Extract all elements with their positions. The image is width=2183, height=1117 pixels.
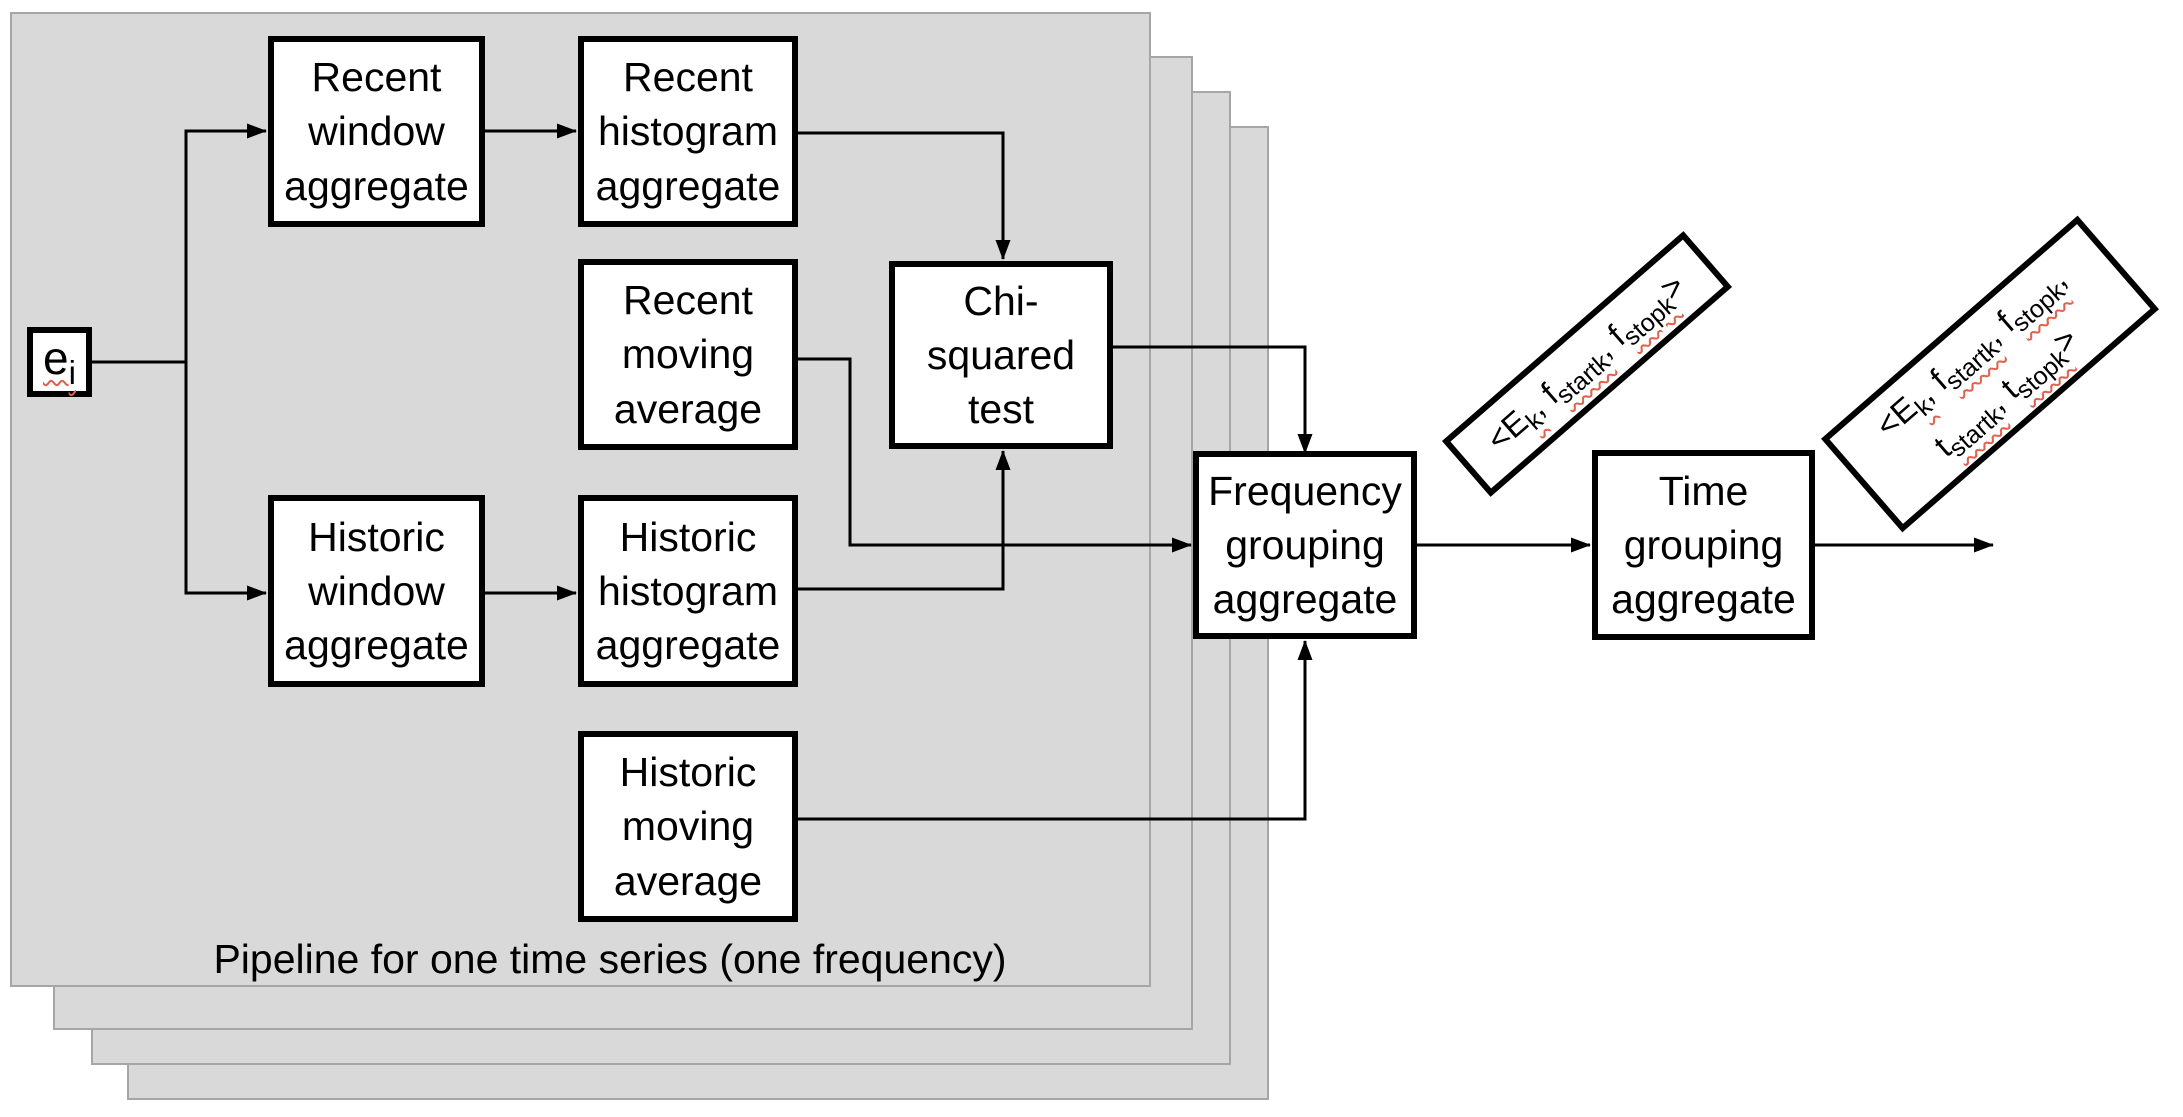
node-time-grouping-aggregate: Time grouping aggregate <box>1592 450 1815 640</box>
node-recent-histogram-aggregate: Recent histogram aggregate <box>578 36 798 227</box>
node-chi-squared-test: Chi- squared test <box>889 261 1113 449</box>
node-label: Recent histogram aggregate <box>595 54 781 209</box>
node-label-event-input: ei <box>43 332 76 392</box>
node-frequency-grouping-aggregate: Frequency grouping aggregate <box>1193 451 1417 639</box>
node-historic-histogram-aggregate: Historic histogram aggregate <box>578 495 798 687</box>
node-recent-moving-average: Recent moving average <box>578 259 798 450</box>
node-label: Time grouping aggregate <box>1611 467 1796 623</box>
node-label: Historic window aggregate <box>284 513 469 669</box>
node-label: Frequency grouping aggregate <box>1208 467 1402 623</box>
node-label: Historic histogram aggregate <box>595 513 781 669</box>
node-historic-moving-average: Historic moving average <box>578 731 798 922</box>
frequency-tuple-text: <Ek, fstartk, fstopk> <box>1478 266 1692 458</box>
node-event-input: ei <box>27 327 92 397</box>
node-label: Recent moving average <box>613 277 763 432</box>
label-time-tuple: <Ek, fstartk, fstopk, tstartk, tstopk> <box>1821 215 2159 533</box>
node-label: Chi- squared test <box>926 277 1076 433</box>
node-label: Historic moving average <box>613 749 763 904</box>
panel-caption: Pipeline for one time series (one freque… <box>213 936 1007 982</box>
node-label: Recent window aggregate <box>284 54 469 209</box>
node-historic-window-aggregate: Historic window aggregate <box>268 495 485 687</box>
node-recent-window-aggregate: Recent window aggregate <box>268 36 485 227</box>
